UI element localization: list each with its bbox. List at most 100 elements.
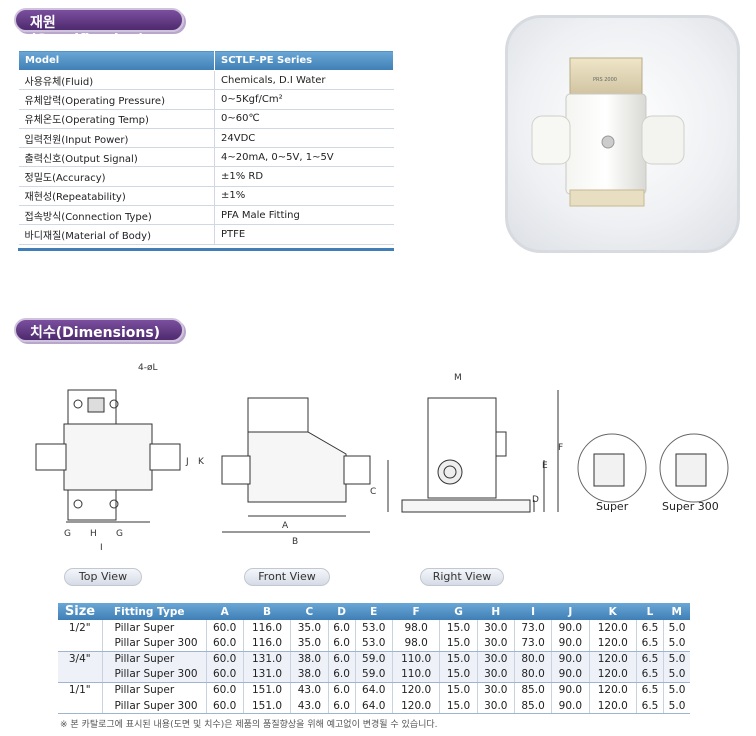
spec-table-underline bbox=[18, 248, 394, 251]
dim-value-cell: 15.0 bbox=[439, 682, 478, 698]
dim-value-cell: 38.0 bbox=[290, 651, 329, 667]
dim-value-cell: 5.0 bbox=[663, 651, 690, 667]
dim-letter-g-left: G bbox=[64, 529, 71, 539]
dim-value-cell: 151.0 bbox=[242, 682, 291, 698]
dim-value-cell: 43.0 bbox=[290, 697, 329, 715]
spec-row: 출력신호(Output Signal)4~20mA, 0~5V, 1~5V bbox=[18, 147, 394, 168]
dim-value-cell: 131.0 bbox=[242, 666, 291, 683]
dim-value-cell: 60.0 bbox=[205, 666, 244, 683]
dim-value-cell: 53.0 bbox=[354, 635, 393, 652]
dim-value-cell: 120.0 bbox=[588, 651, 637, 667]
spec-row: 입력전원(Input Power)24VDC bbox=[18, 128, 394, 149]
dim-value-cell: 38.0 bbox=[290, 666, 329, 683]
dim-header-cell: L bbox=[636, 603, 664, 620]
product-photo: PRS 2000 bbox=[505, 15, 740, 253]
dim-size-cell: 1/2" bbox=[68, 621, 91, 634]
dim-fitting-cell: Pillar Super 300 bbox=[101, 666, 206, 683]
dim-value-cell: 90.0 bbox=[551, 620, 589, 636]
dim-header-cell: Fitting Type bbox=[102, 603, 206, 620]
spec-row: 접속방식(Connection Type)PFA Male Fitting bbox=[18, 205, 394, 226]
dim-value-cell: 30.0 bbox=[476, 682, 515, 698]
dim-value-cell: 5.0 bbox=[663, 682, 690, 698]
dim-value-cell: 120.0 bbox=[588, 697, 637, 715]
dim-value-cell: 43.0 bbox=[290, 682, 329, 698]
dim-letter-h: H bbox=[90, 529, 97, 539]
spec-value: PTFE bbox=[214, 224, 394, 245]
dim-letter-c: C bbox=[370, 487, 376, 497]
dim-value-cell: 110.0 bbox=[391, 651, 440, 667]
dim-value-cell: 6.0 bbox=[327, 651, 356, 667]
dim-value-cell: 80.0 bbox=[513, 651, 552, 667]
footnote: ※ 본 카탈로그에 표시된 내용(도면 및 치수)은 제품의 품질향상을 위해 … bbox=[60, 720, 438, 730]
dim-letter-f: F bbox=[558, 443, 563, 453]
fitting-super-detail bbox=[577, 433, 647, 503]
dim-value-cell: 6.5 bbox=[635, 682, 664, 698]
dim-size-cell bbox=[58, 635, 102, 652]
dim-header-cell: H bbox=[477, 603, 515, 620]
dim-letter-m: M bbox=[454, 373, 462, 383]
dim-value-cell: 53.0 bbox=[354, 620, 393, 636]
dim-value-cell: 30.0 bbox=[476, 666, 515, 683]
spec-row: 재현성(Repeatability)±1% bbox=[18, 186, 394, 207]
dim-header-cell: Size bbox=[58, 603, 102, 620]
dim-header-cell: B bbox=[243, 603, 291, 620]
dim-value-cell: 120.0 bbox=[588, 620, 637, 636]
dim-value-cell: 73.0 bbox=[513, 620, 552, 636]
dim-header-cell: K bbox=[589, 603, 637, 620]
dim-value-cell: 120.0 bbox=[391, 682, 440, 698]
spec-header-label: Model bbox=[18, 50, 215, 71]
dim-size-cell bbox=[58, 666, 102, 683]
spec-row: 유체온도(Operating Temp)0~60℃ bbox=[18, 109, 394, 129]
dim-value-cell: 90.0 bbox=[551, 651, 589, 667]
dimension-drawings: 4-øL G H G I J K A B M C D E F Super Su bbox=[35, 363, 729, 553]
dim-value-cell: 64.0 bbox=[354, 682, 393, 698]
dim-value-cell: 85.0 bbox=[513, 697, 552, 715]
dim-value-cell: 116.0 bbox=[242, 635, 291, 652]
top-view-label: Top View bbox=[64, 568, 142, 586]
dim-value-cell: 116.0 bbox=[242, 620, 291, 636]
dim-size-cell: 3/4" bbox=[58, 651, 102, 667]
dim-value-cell: 120.0 bbox=[588, 666, 637, 683]
dim-value-cell: 90.0 bbox=[551, 682, 589, 698]
dim-letter-k: K bbox=[198, 457, 205, 467]
photo-label: PRS 2000 bbox=[593, 77, 617, 83]
dim-value-cell: 5.0 bbox=[663, 697, 690, 715]
dim-fitting-cell: Pillar Super 300 bbox=[101, 697, 206, 715]
dim-value-cell: 30.0 bbox=[476, 651, 515, 667]
front-view-drawing bbox=[221, 397, 371, 533]
dim-value-cell: 6.0 bbox=[327, 620, 356, 636]
spec-value: 4~20mA, 0~5V, 1~5V bbox=[214, 147, 394, 168]
spec-label: 바디재질(Material of Body) bbox=[18, 224, 215, 245]
fitting-super-label: Super bbox=[596, 500, 629, 513]
dim-fitting-cell: Pillar Super bbox=[101, 682, 206, 698]
dim-value-cell: 15.0 bbox=[439, 651, 478, 667]
dim-letter-i: I bbox=[100, 543, 103, 553]
dim-value-cell: 15.0 bbox=[439, 697, 478, 715]
front-view-label: Front View bbox=[244, 568, 330, 586]
dim-value-cell: 85.0 bbox=[513, 682, 552, 698]
dim-value-cell: 5.0 bbox=[663, 666, 690, 683]
dim-value-cell: 131.0 bbox=[242, 651, 291, 667]
spec-value: Chemicals, D.I Water bbox=[214, 70, 394, 91]
fitting-super300-detail bbox=[659, 433, 729, 503]
dim-value-cell: 6.5 bbox=[635, 697, 664, 715]
dim-value-cell: 151.0 bbox=[242, 697, 291, 715]
spec-value: 0~5Kgf/Cm² bbox=[214, 89, 394, 110]
dim-value-cell: 98.0 bbox=[391, 635, 440, 652]
dim-header-cell: G bbox=[439, 603, 478, 620]
spec-value: 24VDC bbox=[214, 128, 394, 149]
dimensions-section-title: 치수(Dimensions) bbox=[14, 318, 184, 342]
dim-value-cell: 73.0 bbox=[513, 635, 552, 652]
spec-label: 사용유체(Fluid) bbox=[18, 70, 215, 91]
spec-label: 유체온도(Operating Temp) bbox=[18, 109, 215, 129]
dim-value-cell: 59.0 bbox=[354, 666, 393, 683]
spec-label: 출력신호(Output Signal) bbox=[18, 147, 215, 168]
dim-header-cell: A bbox=[206, 603, 244, 620]
dim-value-cell: 30.0 bbox=[476, 697, 515, 715]
dim-header-cell: J bbox=[551, 603, 589, 620]
